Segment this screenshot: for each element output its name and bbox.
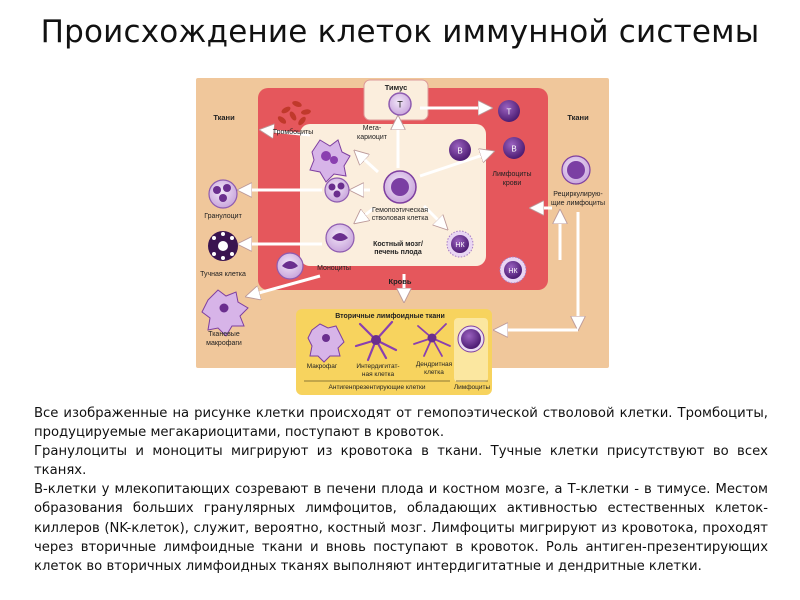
granulocyte-label: Гранулоцит	[204, 213, 242, 220]
tissue-macrophages-label-2: макрофаги	[206, 340, 242, 347]
thymus-t-label: Т	[397, 100, 403, 110]
blood-lymphocytes-label-1: Лимфоциты	[492, 171, 531, 178]
megakaryocyte-label-1: Мега-	[363, 125, 382, 132]
monocyte-icon	[277, 253, 303, 279]
tissues-left-label: Ткани	[213, 113, 235, 122]
dendritic-label-2: клетка	[424, 369, 444, 376]
blood-nk-label: НК	[508, 268, 518, 275]
marrow-nk-label: НК	[455, 242, 465, 249]
blood-label: Кровь	[389, 277, 412, 286]
monocytes-label: Моноциты	[317, 265, 351, 272]
megakaryocyte-label-2: кариоцит	[357, 134, 388, 141]
recirculating-label-2: щие лимфоциты	[551, 200, 605, 207]
mast-cell-icon	[208, 231, 238, 261]
recirculating-lymphocyte-icon	[562, 156, 590, 184]
interdigitating-label-2: ная клетка	[362, 371, 395, 378]
interdigitating-label-1: Интердигитат-	[356, 363, 399, 370]
blood-b-label: В	[511, 145, 516, 154]
tissue-granulocyte-icon	[209, 180, 237, 208]
monocyte-precursor-icon	[326, 224, 354, 252]
blood-nk-cell: НК	[500, 257, 526, 283]
apc-label: Антигенпрезентирующие клетки	[329, 384, 426, 391]
blood-granulocyte-icon	[325, 178, 349, 202]
bone-marrow-label-1: Костный мозг/	[373, 240, 423, 248]
platelets-label: Тромбоциты	[273, 128, 313, 136]
description-paragraph-1: Все изображенные на рисунке клетки проис…	[34, 404, 768, 442]
dendritic-label-1: Дендритная	[416, 361, 453, 368]
stem-cell-label-2: стволовая клетка	[372, 215, 429, 222]
description: Все изображенные на рисунке клетки проис…	[34, 404, 768, 576]
lymphoid-lymphocyte-icon	[458, 326, 484, 352]
secondary-lymphoid-label: Вторичные лимфоидные ткани	[335, 313, 445, 320]
mast-cell-label: Тучная клетка	[200, 271, 246, 278]
blood-t-label: Т	[507, 108, 512, 117]
blood-lymphocytes-label-2: крови	[503, 180, 522, 187]
lymphocytes-label: Лимфоциты	[454, 384, 491, 391]
marrow-b-cell: В	[449, 139, 471, 161]
marrow-nk-cell: НК	[447, 231, 473, 257]
blood-t-cell: Т	[498, 100, 520, 122]
description-paragraph-2: Гранулоциты и моноциты мигрируют из кров…	[34, 442, 768, 480]
bone-marrow-label-2: печень плода	[374, 249, 422, 256]
marrow-b-label: В	[457, 147, 462, 156]
tissues-right-label: Ткани	[567, 113, 589, 122]
blood-b-cell: В	[503, 137, 525, 159]
description-paragraph-3: В-клетки у млекопитающих созревают в печ…	[34, 480, 768, 575]
macrophage-label: Макрофаг	[307, 363, 338, 370]
tissue-macrophages-label-1: Тканевые	[208, 331, 240, 338]
thymus-t-cell: Т	[389, 93, 411, 115]
recirculating-label-1: Рециркулирую-	[553, 191, 603, 198]
stem-cell-label-1: Гемопоэтическая	[372, 207, 428, 214]
thymus-label: Тимус	[385, 83, 408, 92]
stem-cell-icon	[384, 171, 416, 203]
